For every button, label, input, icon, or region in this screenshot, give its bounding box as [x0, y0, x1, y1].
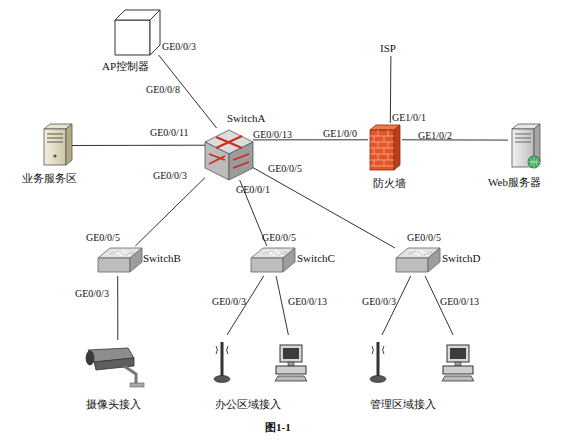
- device-label: 业务服务区: [22, 172, 77, 185]
- device-label: SwitchD: [442, 252, 481, 265]
- network-link: [135, 178, 205, 246]
- network-link: [276, 276, 288, 335]
- device-label: 办公区域接入: [215, 398, 281, 411]
- device-label: SwitchB: [143, 252, 181, 265]
- device-label: 防火墙: [373, 177, 406, 190]
- figure-caption: 图1-1: [265, 421, 291, 434]
- device-label: ISP: [380, 42, 396, 55]
- port-label: GE0/0/5: [407, 232, 441, 244]
- network-node: SwitchD: [395, 246, 441, 276]
- port-label: GE1/0/0: [323, 128, 357, 140]
- network-node: 业务服务区: [40, 124, 72, 167]
- network-link: [72, 145, 205, 146]
- network-link: [117, 276, 118, 340]
- network-node: SwitchC: [250, 246, 296, 276]
- port-label: GE0/0/3: [75, 288, 109, 300]
- port-label: GE0/0/13: [253, 129, 292, 141]
- port-label: GE0/0/3: [362, 296, 396, 308]
- device-label: 摄像头接入: [86, 398, 141, 411]
- port-label: GE0/0/1: [236, 184, 270, 196]
- port-label: GE0/0/13: [288, 296, 327, 308]
- port-label: GE1/0/2: [418, 130, 452, 142]
- network-link: [390, 56, 392, 123]
- port-label: GE0/0/5: [268, 163, 302, 175]
- network-node: AP控制器: [115, 10, 160, 55]
- port-label: GE0/0/3: [153, 170, 187, 182]
- port-label: GE1/0/1: [392, 112, 426, 124]
- port-label: GE0/0/5: [262, 232, 296, 244]
- network-node: SwitchA: [205, 128, 253, 180]
- network-node: Web服务器: [508, 124, 540, 170]
- port-label: GE0/0/3: [212, 296, 246, 308]
- network-node: 管理区域接入: [360, 335, 475, 415]
- network-node: 防火墙: [368, 123, 402, 171]
- device-label: 管理区域接入: [370, 398, 436, 411]
- network-node: 办公区域接入: [205, 335, 315, 415]
- port-label: GE0/0/3: [162, 41, 196, 53]
- network-link: [402, 139, 508, 140]
- device-label: AP控制器: [102, 60, 149, 73]
- network-node: SwitchB: [97, 246, 143, 276]
- port-label: GE0/0/11: [150, 127, 189, 139]
- device-label: Web服务器: [488, 176, 541, 189]
- port-label: GE0/0/8: [146, 84, 180, 96]
- network-node: 摄像头接入: [80, 340, 150, 415]
- port-label: GE0/0/5: [86, 232, 120, 244]
- device-label: SwitchA: [227, 112, 266, 125]
- network-node: ISP: [380, 42, 402, 56]
- device-label: SwitchC: [297, 252, 335, 265]
- port-label: GE0/0/13: [440, 296, 479, 308]
